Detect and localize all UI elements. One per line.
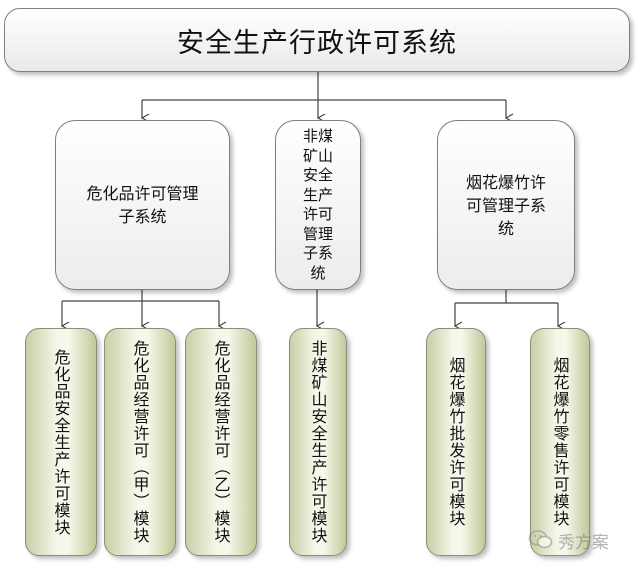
watermark-text: 秀方案 [558,532,609,553]
module-hazchem-operation-b: 危化品经营许可（乙）模块 [185,328,257,556]
subsystem-nonmine-line: 安全 [302,166,333,184]
module-fireworks-retail: 烟花爆竹零售许可模块 [530,328,590,556]
module-label: 烟花爆竹批发许可模块 [446,357,466,527]
module-label: 非煤矿山安全生产许可模块 [308,340,328,544]
subsystem-fireworks-line: 烟花爆竹许 [465,172,546,192]
module-nonmine-production: 非煤矿山安全生产许可模块 [289,328,347,556]
module-label: 危化品安全生产许可模块 [51,348,71,536]
module-label: 危化品经营许可（乙）模块 [211,340,231,544]
subsystem-nonmine-line: 矿山 [302,146,333,165]
module-hazchem-operation-a: 危化品经营许可（甲）模块 [104,328,176,556]
subsystem-fireworks-line: 统 [497,218,514,238]
subsystem-nonmine-line: 许可 [302,205,333,223]
watermark: 秀方案 [528,518,638,562]
module-label: 烟花爆竹零售许可模块 [550,357,570,527]
subsystem-fireworks-line: 可管理子系 [465,195,546,215]
subsystem-hazchem-line: 危化品许可管理 [86,184,199,203]
module-fireworks-wholesale: 烟花爆竹批发许可模块 [426,328,486,556]
subsystem-hazchem: 危化品许可管理 子系统 [55,120,230,290]
root-label: 安全生产行政许可系统 [177,27,457,59]
subsystem-nonmine-line: 生产 [302,185,333,204]
wechat-icon [528,530,553,549]
subsystem-fireworks: 烟花爆竹许 可管理子系 统 [437,120,575,290]
root-node: 安全生产行政许可系统 [4,8,630,72]
subsystem-hazchem-line: 子系统 [118,207,167,226]
subsystem-nonmine: 非煤 矿山 安全 生产 许可 管理 子系 统 [275,120,361,290]
subsystem-nonmine-line: 子系 [302,244,333,262]
subsystem-nonmine-line: 管理 [302,224,333,243]
module-hazchem-production: 危化品安全生产许可模块 [25,328,97,556]
module-label: 危化品经营许可（甲）模块 [130,340,150,544]
subsystem-nonmine-line: 统 [310,263,326,282]
subsystem-nonmine-line: 非煤 [302,127,333,145]
